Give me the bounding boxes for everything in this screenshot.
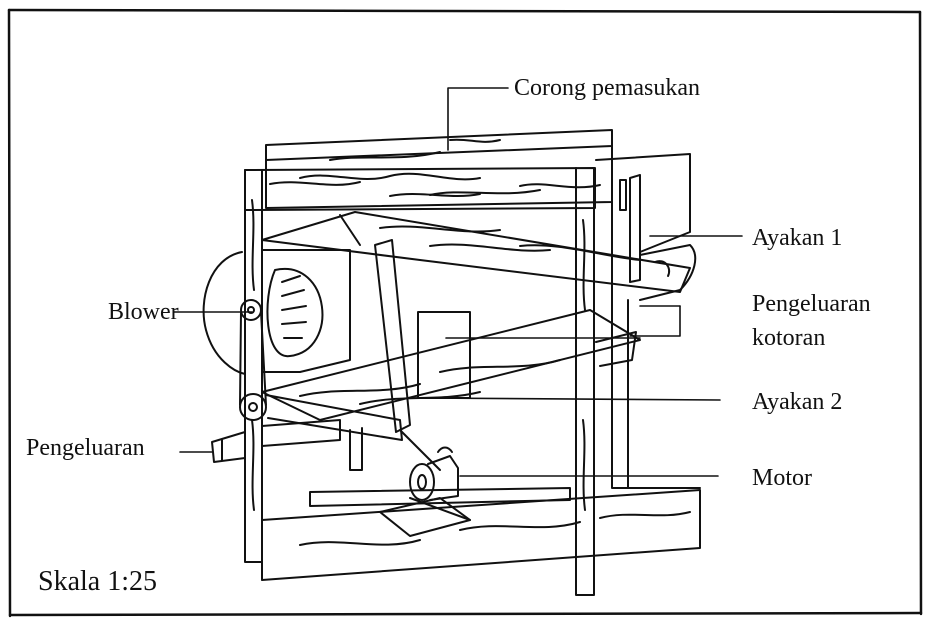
drive-linkage <box>265 239 441 471</box>
label-pengeluaran: Pengeluaran <box>26 435 145 461</box>
leader-pengeluaran-kotoran <box>629 305 681 337</box>
diagram-border <box>7 8 923 618</box>
label-corong-pemasukan: Corong pemasukan <box>514 75 700 101</box>
sieve-2 <box>261 309 641 421</box>
sieve-1 <box>261 211 691 293</box>
label-pengeluaran-kotoran-line2: kotoran <box>752 325 826 351</box>
label-pengeluaran-kotoran-line1: Pengeluaran <box>752 291 871 317</box>
base <box>261 487 701 581</box>
blower-housing <box>202 249 351 375</box>
leader-ayakan-2 <box>419 397 721 401</box>
belt-drive <box>239 299 267 421</box>
label-motor: Motor <box>752 465 812 491</box>
scale-label: Skala 1:25 <box>38 566 157 597</box>
label-ayakan-2: Ayakan 2 <box>752 389 843 415</box>
label-ayakan-1: Ayakan 1 <box>752 225 843 251</box>
bottom-outlet <box>211 419 363 471</box>
hopper <box>265 129 613 209</box>
leader-lines <box>173 87 743 477</box>
leader-corong <box>447 87 509 151</box>
right-upper-box <box>595 153 697 301</box>
label-blower: Blower <box>108 299 179 325</box>
